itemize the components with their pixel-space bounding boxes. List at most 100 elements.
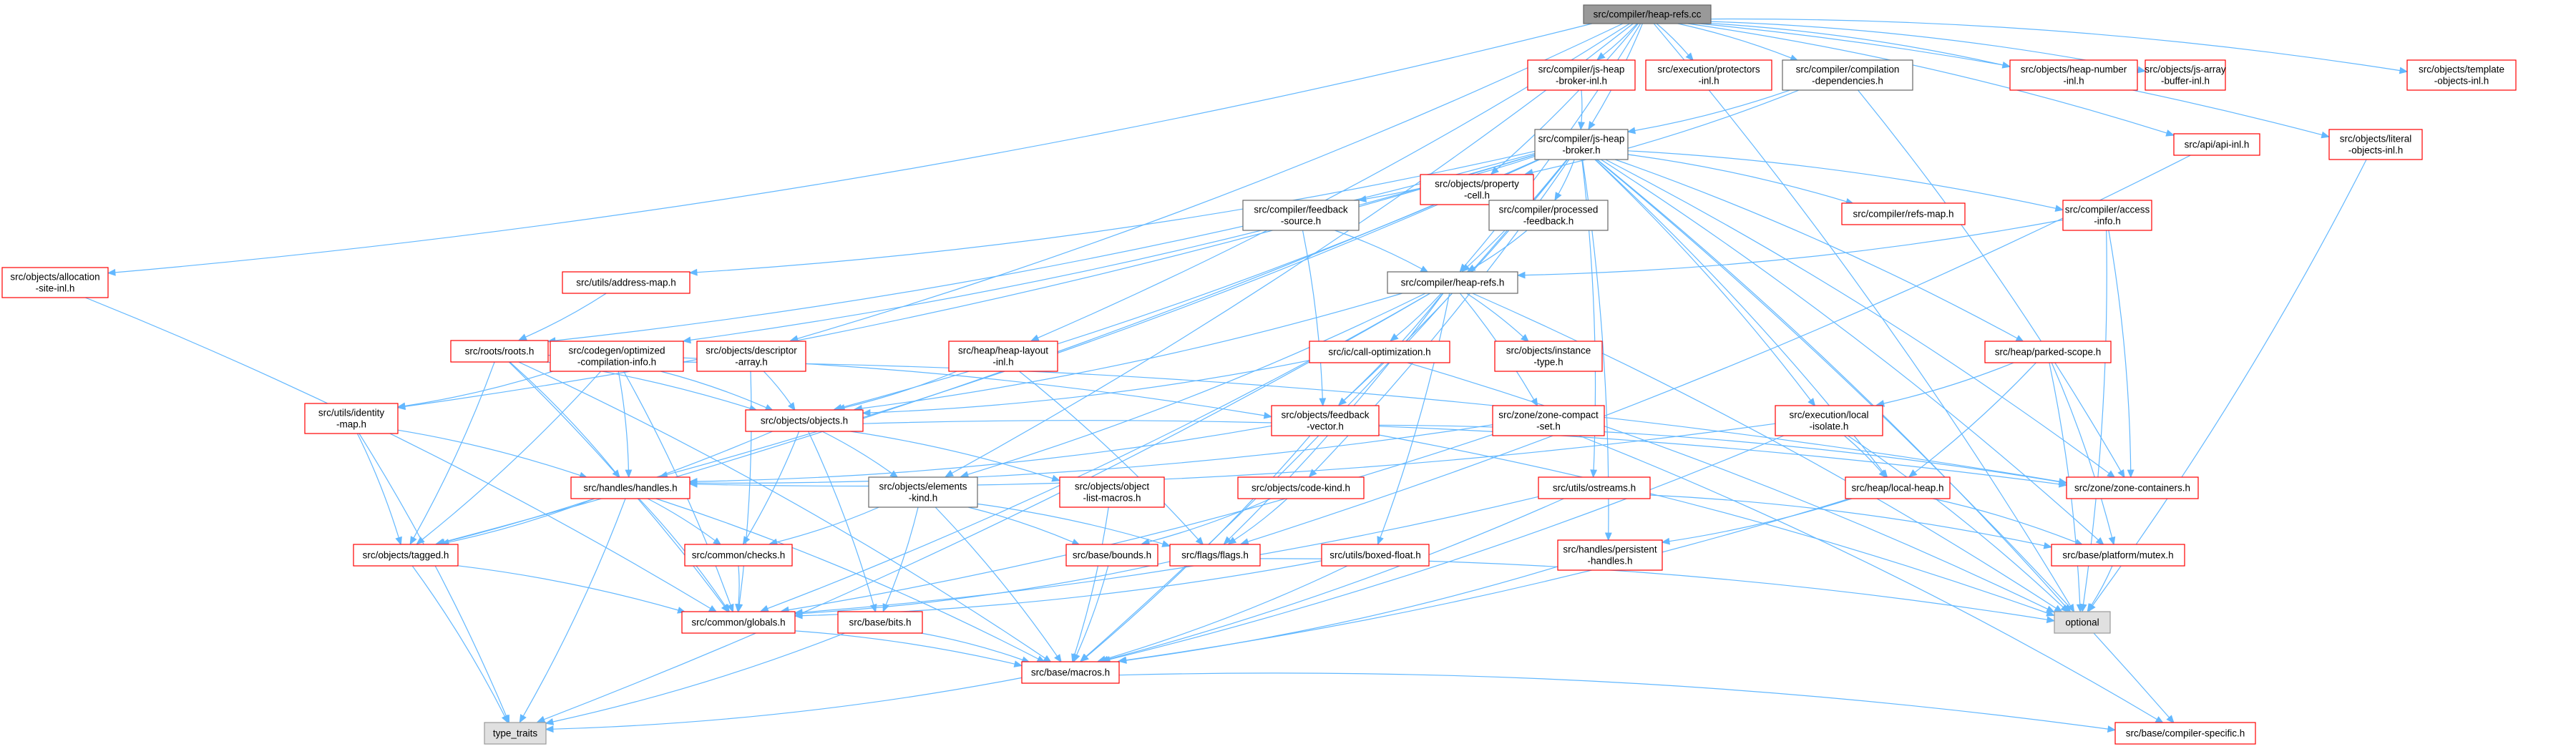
edge-hlayout-to-objects: [844, 371, 957, 408]
node-hlayout[interactable]: src/heap/heap-layout-inl.h: [948, 341, 1058, 372]
node-ostreams[interactable]: src/utils/ostreams.h: [1538, 476, 1651, 499]
node-parked[interactable]: src/heap/parked-scope.h: [1984, 341, 2112, 363]
arrowhead-macros-to-compspec: [2107, 725, 2117, 733]
edge-identity-to-handles: [397, 429, 581, 476]
node-label: type_traits: [493, 728, 538, 739]
node-jsbroker_inl[interactable]: src/compiler/js-heap-broker-inl.h: [1527, 59, 1636, 91]
node-comp_dep[interactable]: src/compiler/compilation-dependencies.h: [1782, 59, 1913, 91]
node-globals[interactable]: src/common/globals.h: [681, 611, 796, 634]
node-codekind[interactable]: src/objects/code-kind.h: [1237, 476, 1365, 499]
node-objects[interactable]: src/objects/objects.h: [745, 409, 864, 432]
edge-checks-to-globals: [738, 565, 740, 605]
edge-handles-to-tagged: [448, 498, 595, 543]
node-heaprefs[interactable]: src/compiler/heap-refs.h: [1387, 271, 1518, 294]
edge-procfb-to-heaprefs: [1473, 230, 1528, 268]
edge-boxed-to-macros: [1105, 565, 1348, 660]
arrowhead-root-to-hlayout: [1030, 334, 1040, 341]
arrowhead-access-to-heaprefs: [1516, 271, 1526, 279]
node-insttype[interactable]: src/objects/instance-type.h: [1494, 341, 1603, 372]
arrowhead-fbsrc-to-fbvec: [1319, 398, 1327, 407]
node-label: src/zone/zone-compact: [1498, 410, 1599, 421]
arrowhead-root-to-protectors: [1685, 52, 1694, 62]
node-label: -source.h: [1281, 216, 1321, 227]
edge-zcset-to-globals: [788, 434, 1493, 611]
edge-objects-to-bits: [808, 431, 874, 605]
edge-comp_dep-to-propcell: [1532, 89, 1800, 173]
edge-root-to-alloc: [114, 23, 1593, 273]
node-heapnum[interactable]: src/objects/heap-number-inl.h: [2009, 59, 2138, 91]
node-alloc[interactable]: src/objects/allocation-site-inl.h: [1, 267, 109, 298]
node-label: -type.h: [1533, 357, 1563, 368]
edge-mutex-to-optional: [2091, 565, 2113, 606]
node-label: src/objects/literal: [2340, 134, 2412, 145]
node-roots[interactable]: src/roots/roots.h: [450, 340, 549, 363]
node-bounds[interactable]: src/base/bounds.h: [1065, 544, 1158, 567]
node-label: src/utils/identity: [318, 408, 385, 418]
node-boxed[interactable]: src/utils/boxed-float.h: [1321, 544, 1430, 567]
node-literal[interactable]: src/objects/literal-objects-inl.h: [2328, 129, 2423, 160]
node-access[interactable]: src/compiler/access-info.h: [2062, 200, 2152, 231]
node-locheap[interactable]: src/heap/local-heap.h: [1845, 476, 1951, 499]
edge-descarr-to-objects: [763, 371, 791, 405]
node-box: [2328, 129, 2423, 160]
node-jsarray[interactable]: src/objects/js-array-buffer-inl.h: [2145, 59, 2226, 91]
edge-jsbroker-to-zcont: [1605, 159, 2109, 474]
node-checks[interactable]: src/common/checks.h: [684, 544, 793, 567]
node-protectors[interactable]: src/execution/protectors-inl.h: [1645, 59, 1772, 91]
node-label: src/objects/object: [1075, 481, 1150, 492]
node-macros[interactable]: src/base/macros.h: [1021, 661, 1120, 684]
node-phandles[interactable]: src/handles/persistent-handles.h: [1557, 539, 1663, 571]
graph-edges: [84, 18, 2409, 733]
node-box: [353, 544, 459, 567]
node-label: src/execution/local: [1789, 410, 1868, 421]
node-addrmap[interactable]: src/utils/address-map.h: [562, 271, 691, 294]
arrowhead-roots-to-tagged: [409, 536, 417, 545]
node-fbsrc[interactable]: src/compiler/feedback-source.h: [1242, 200, 1360, 231]
node-elemkind[interactable]: src/objects/elements-kind.h: [868, 476, 978, 508]
node-label: -list-macros.h: [1083, 493, 1141, 504]
node-apiinl[interactable]: src/api/api-inl.h: [2173, 133, 2260, 156]
node-box: [1538, 476, 1651, 499]
node-zcset[interactable]: src/zone/zone-compact-set.h: [1492, 405, 1605, 436]
node-codegen[interactable]: src/codegen/optimized-compilation-info.h: [550, 341, 684, 372]
node-callopt[interactable]: src/ic/call-optimization.h: [1309, 341, 1450, 363]
node-compspec[interactable]: src/base/compiler-specific.h: [2114, 722, 2256, 745]
node-identity[interactable]: src/utils/identity-map.h: [304, 403, 399, 434]
node-tagged[interactable]: src/objects/tagged.h: [353, 544, 459, 567]
node-label: -handles.h: [1587, 556, 1632, 567]
node-box: [1021, 661, 1120, 684]
node-zcont[interactable]: src/zone/zone-containers.h: [2066, 476, 2199, 499]
edge-parked-to-locisol: [1883, 362, 2014, 404]
node-typetraits[interactable]: type_traits: [484, 722, 547, 745]
node-objlist[interactable]: src/objects/object-list-macros.h: [1059, 476, 1165, 508]
node-descarr[interactable]: src/objects/descriptor-array.h: [696, 341, 806, 372]
node-propcell[interactable]: src/objects/property-cell.h: [1420, 174, 1534, 205]
node-mutex[interactable]: src/base/platform/mutex.h: [2051, 544, 2185, 567]
node-label: src/objects/property: [1435, 179, 1519, 190]
node-root[interactable]: src/compiler/heap-refs.cc: [1583, 4, 1712, 24]
node-optional[interactable]: optional: [2054, 611, 2111, 634]
edge-locisol-to-handles: [696, 423, 1776, 487]
node-handles[interactable]: src/handles/handles.h: [570, 476, 691, 499]
node-label: src/common/globals.h: [691, 617, 785, 628]
arrowhead-jsbroker-to-codegen: [682, 336, 691, 344]
node-procfb[interactable]: src/compiler/processed-feedback.h: [1488, 200, 1609, 231]
edge-ostreams-to-mutex: [1649, 494, 2045, 547]
node-bits[interactable]: src/base/bits.h: [837, 611, 923, 634]
node-template[interactable]: src/objects/template-objects-inl.h: [2406, 59, 2517, 91]
edge-codegen-to-tagged: [421, 371, 602, 540]
node-jsbroker[interactable]: src/compiler/js-heap-broker.h: [1534, 129, 1629, 160]
edge-objects-to-objlist: [850, 431, 1053, 479]
arrowhead-jsbroker-to-mutex: [2095, 537, 2104, 546]
node-refsmap[interactable]: src/compiler/refs-map.h: [1841, 202, 1966, 225]
arrowhead-jsbroker-to-addrmap: [688, 268, 698, 276]
node-locisol[interactable]: src/execution/local-isolate.h: [1775, 405, 1883, 436]
node-flags[interactable]: src/flags/flags.h: [1169, 544, 1261, 567]
node-fbvec[interactable]: src/objects/feedback-vector.h: [1271, 405, 1380, 436]
node-label: src/base/macros.h: [1031, 667, 1110, 678]
arrowhead-handles-to-globals: [722, 603, 731, 613]
arrowhead-heaprefs-to-flags: [1223, 536, 1232, 545]
edge-heaprefs-to-insttype: [1466, 293, 1524, 338]
edge-root-to-protectors: [1656, 23, 1689, 56]
